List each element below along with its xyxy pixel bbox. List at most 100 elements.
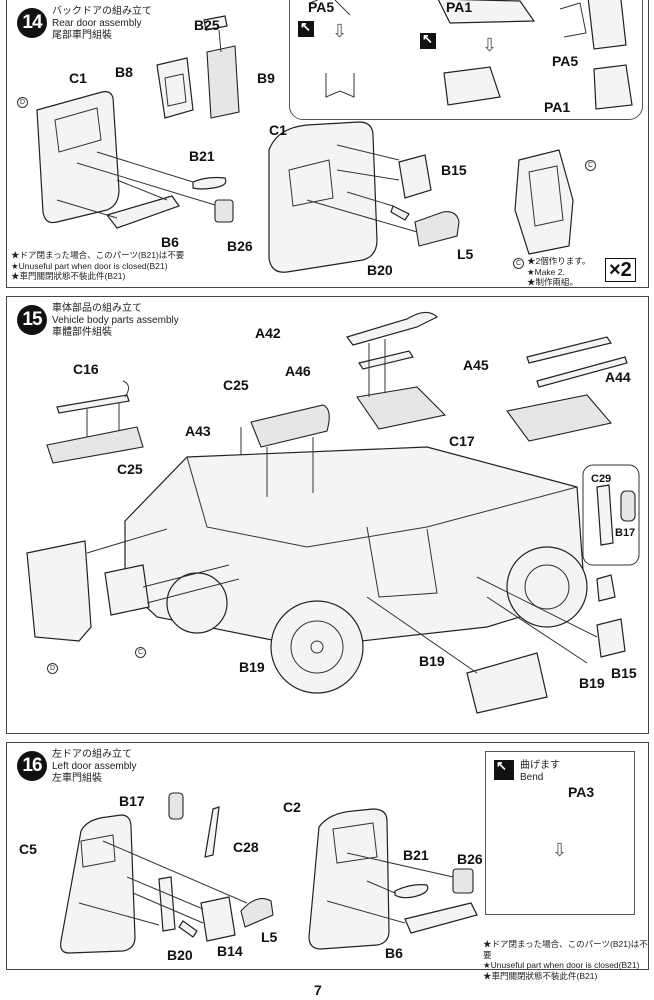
bend-icon	[298, 19, 314, 37]
label-b19-left: B19	[239, 659, 265, 675]
rifle-b6	[105, 195, 180, 229]
down-arrow-icon: ⇩	[332, 21, 348, 41]
bend-box: 曲げます Bend PA3 ⇩	[485, 751, 635, 915]
mark-d: D	[47, 663, 58, 674]
step-16-title-en: Left door assembly	[52, 761, 137, 772]
step-15-panel: 15 車体部品の組み立て Vehicle body parts assembly…	[6, 296, 649, 734]
bend-icon	[420, 31, 436, 49]
step-14-title-en: Rear door assembly	[52, 18, 142, 29]
step-14-panel: 14 バックドアの組み立て Rear door assembly 尾部車門組裝	[6, 0, 649, 288]
make-two-note: ★2個作ります。 ★Make 2. ★制作兩組。	[527, 256, 590, 288]
label-b21: B21	[189, 148, 215, 164]
label-a44: A44	[605, 369, 631, 385]
rod-a44	[536, 356, 628, 388]
shovel-a42	[346, 311, 439, 346]
jerry-can-assembly	[514, 149, 574, 255]
label-b20: B20	[167, 947, 193, 963]
label-a45: A45	[463, 357, 489, 373]
holder-pa1-final	[593, 64, 633, 110]
mirror-arm-c29	[596, 484, 614, 546]
step-15-title-en: Vehicle body parts assembly	[52, 315, 179, 326]
label-c25-top: C25	[223, 377, 249, 393]
mirror-arm-c28	[204, 806, 220, 858]
pick-a46	[358, 350, 414, 370]
rod-a45	[526, 336, 612, 364]
label-b9: B9	[257, 70, 275, 86]
pa-parts-drawing	[309, 0, 633, 110]
label-b17: B17	[119, 793, 145, 809]
clip-b25	[203, 15, 228, 31]
bend-label-en: Bend	[520, 772, 544, 783]
note-ja: ★ドア閉まった場合、このパーツ(B21)は不要	[11, 250, 185, 260]
label-b6: B6	[385, 945, 403, 961]
label-c17: C17	[449, 433, 475, 449]
step-14-drawing	[36, 15, 574, 273]
step-14-title-ja: バックドアの組み立て	[52, 6, 152, 17]
roll-b26	[214, 199, 234, 223]
make-note-ja: ★2個作ります。	[527, 256, 591, 266]
pouch-b15	[596, 618, 626, 658]
label-b19-mid: B19	[419, 653, 445, 669]
label-b8: B8	[115, 64, 133, 80]
mirror-b17	[620, 490, 636, 522]
mount-c17-right	[506, 394, 613, 442]
step-16-note: ★ドア閉まった場合、このパーツ(B21)は不要 ★Unuseful part w…	[483, 939, 648, 981]
label-b15: B15	[611, 665, 637, 681]
note-zh: ★車門關閉狀態不裝此件(B21)	[11, 271, 126, 281]
pad-l5	[240, 898, 274, 928]
label-c1-right: C1	[269, 122, 287, 138]
label-b21: B21	[403, 847, 429, 863]
pouch-b15	[398, 154, 432, 199]
step-15-number: 15	[17, 305, 47, 335]
tarp-c25-left	[46, 426, 144, 464]
label-b26: B26	[227, 238, 253, 254]
down-arrow-icon: ⇩	[552, 840, 568, 860]
label-a46: A46	[285, 363, 311, 379]
note-ja: ★ドア閉まった場合、このパーツ(B21)は不要	[483, 939, 648, 960]
label-b6: B6	[161, 234, 179, 250]
mark-c-note: C	[513, 258, 524, 269]
jerry-can-b8	[156, 57, 194, 119]
step-15-drawing	[26, 311, 640, 714]
label-pa1-top: PA1	[446, 0, 473, 15]
label-b25: B25	[194, 17, 220, 33]
label-a43: A43	[185, 423, 211, 439]
mirror-callout	[582, 464, 640, 566]
pouch-b14	[200, 896, 236, 942]
jerry-can-c	[104, 564, 150, 616]
mirror-installed	[596, 574, 616, 602]
step-14-title-zh: 尾部車門組裝	[52, 30, 112, 41]
label-b15: B15	[441, 162, 467, 178]
tool-rack	[466, 652, 548, 714]
label-c29: C29	[591, 473, 612, 485]
note-en: ★Unuseful part when door is closed(B21)	[483, 960, 640, 970]
label-pa5-top: PA5	[308, 0, 335, 15]
label-pa3: PA3	[568, 784, 595, 800]
label-a42: A42	[255, 325, 281, 341]
door-c2	[308, 808, 390, 950]
step-15-title-ja: 車体部品の組み立て	[52, 303, 142, 314]
label-b26: B26	[457, 851, 483, 867]
label-c2: C2	[283, 799, 301, 815]
tarp-c25-top	[250, 404, 330, 448]
label-l5: L5	[457, 246, 474, 262]
rear-door-c1-right	[268, 121, 378, 273]
step-14-header: 14 バックドアの組み立て Rear door assembly 尾部車門組裝	[17, 6, 152, 42]
handle-b21	[192, 176, 227, 190]
step-16-header: 16 左ドアの組み立て Left door assembly 左車門組裝	[17, 749, 137, 785]
step-16-title-ja: 左ドアの組み立て	[52, 749, 132, 760]
jerry-can-callout	[587, 0, 627, 50]
step-15-title-zh: 車體部件組裝	[52, 327, 112, 338]
mount-c17-left	[356, 386, 447, 430]
make-note-zh: ★制作兩組。	[527, 277, 579, 287]
label-c28: C28	[233, 839, 259, 855]
step-14-number: 14	[17, 8, 47, 38]
rear-wheel-left	[166, 572, 228, 634]
door-c5	[60, 814, 136, 954]
label-b14: B14	[217, 943, 243, 959]
bend-icon	[494, 758, 514, 780]
label-b20: B20	[367, 262, 393, 278]
mark-c: C	[135, 647, 146, 658]
step-15-header: 15 車体部品の組み立て Vehicle body parts assembly…	[17, 303, 179, 339]
bracket-b9	[206, 45, 240, 119]
